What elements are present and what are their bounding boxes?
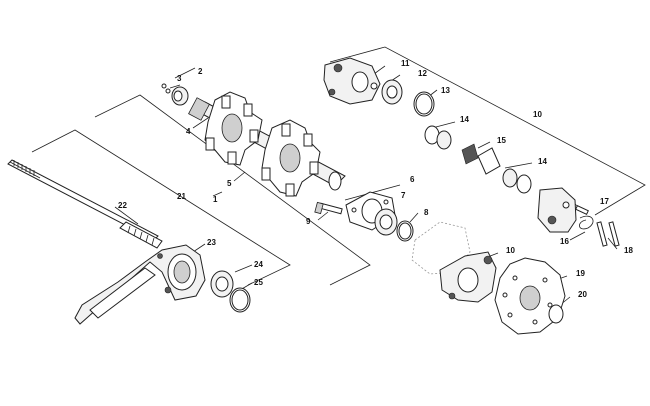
callout-labels: 2 3 4 5 1 6 7 8 9 10 10 11 12 13 14 14 1… [118, 59, 633, 299]
piston-11 [370, 82, 378, 90]
group-bracket-lines [31, 46, 646, 306]
chaincase-arm-23 [74, 244, 206, 325]
sprocket-5b [261, 119, 321, 197]
callout-21: 21 [177, 192, 186, 201]
callout-22: 22 [118, 201, 127, 210]
callout-2: 2 [198, 67, 203, 76]
bolt-9 [314, 201, 343, 215]
bracket-10 [329, 46, 646, 216]
callout-14-upper: 14 [460, 115, 469, 124]
callout-8: 8 [424, 208, 429, 217]
caliper-10-lower [439, 251, 497, 303]
pin-17 [575, 204, 589, 216]
ring-8 [396, 220, 414, 242]
callout-15: 15 [497, 136, 506, 145]
callout-7: 7 [401, 191, 406, 200]
callout-17: 17 [600, 197, 609, 206]
callout-25: 25 [254, 278, 263, 287]
callout-23: 23 [207, 238, 216, 247]
ring-13 [413, 91, 435, 117]
bracket-1 [94, 94, 371, 286]
caliper-10-upper [323, 57, 381, 105]
callout-9: 9 [306, 217, 311, 226]
callout-19: 19 [576, 269, 585, 278]
drive-shaft-22 [7, 159, 163, 249]
bolt-18 [596, 221, 620, 247]
bearing-2 [171, 86, 189, 106]
callout-20: 20 [578, 290, 587, 299]
callout-18: 18 [624, 246, 633, 255]
callout-3: 3 [177, 74, 182, 83]
ring-14b [516, 174, 532, 194]
drive-shaft-assembly-1 [188, 91, 346, 197]
spring-16 [579, 215, 594, 230]
callout-1: 1 [213, 195, 218, 204]
callout-12: 12 [418, 69, 427, 78]
callout-6: 6 [410, 175, 415, 184]
bearing-7 [374, 208, 398, 236]
ball-3 [161, 83, 171, 94]
brake-pad-15 [461, 143, 501, 175]
snap-ring-20 [548, 304, 564, 324]
callout-16: 16 [560, 237, 569, 246]
callout-13: 13 [441, 86, 450, 95]
callout-24: 24 [254, 260, 263, 269]
bearing-14a [436, 130, 452, 150]
callout-10-lower: 10 [506, 246, 515, 255]
bracket-21 [31, 129, 291, 286]
callout-11: 11 [401, 59, 410, 68]
sprocket-5a [204, 91, 263, 166]
seal-12 [381, 79, 403, 105]
callout-14-lower: 14 [538, 157, 547, 166]
brake-disc-19 [494, 257, 566, 335]
caliper-10-right [537, 187, 577, 233]
callout-10-upper: 10 [533, 110, 542, 119]
callout-5: 5 [227, 179, 232, 188]
bearing-14b [502, 168, 518, 188]
bearing-24 [210, 270, 234, 298]
callout-4: 4 [186, 127, 191, 136]
snap-ring-25 [229, 287, 251, 313]
